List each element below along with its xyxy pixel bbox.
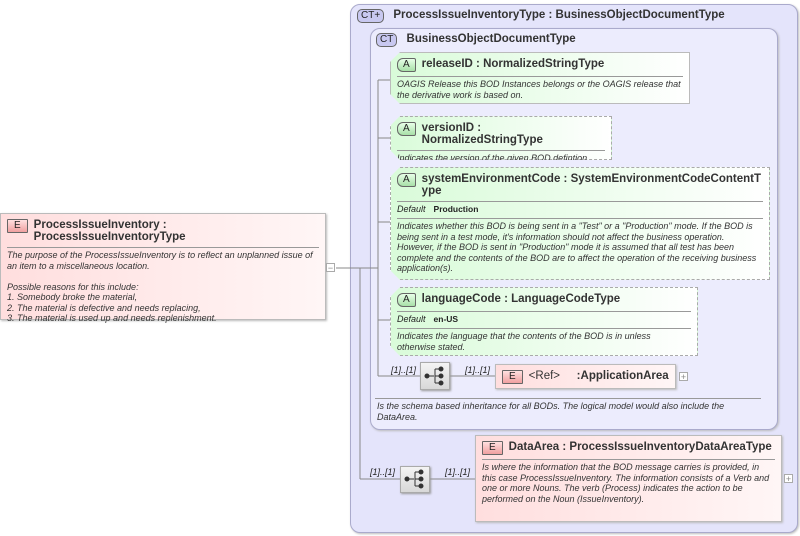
attribute-badge: A (397, 58, 416, 72)
attribute-badge: A (397, 173, 416, 187)
element-badge: E (502, 370, 523, 384)
attribute-description: Indicates the version of the given BOD d… (397, 153, 590, 163)
attribute-name: releaseID (421, 58, 473, 70)
inner-type-name: BusinessObjectDocumentType (406, 33, 576, 45)
divider (397, 218, 763, 219)
attribute-language-code[interactable]: A languageCode : LanguageCodeType Defaul… (390, 287, 698, 356)
expand-toggle[interactable]: + (784, 474, 793, 484)
outer-type-base: BusinessObjectDocumentType (555, 9, 725, 21)
default-value: en-US (433, 314, 459, 324)
sequence-icon (404, 469, 424, 489)
divider (482, 459, 775, 460)
divider (397, 201, 763, 202)
attribute-description: Indicates the language that the contents… (397, 331, 651, 352)
type-separator: : (548, 9, 556, 21)
attribute-release-id[interactable]: A releaseID : NormalizedStringType OAGIS… (390, 52, 690, 104)
complex-type-badge: CT (376, 33, 398, 47)
element-type: ApplicationArea (580, 370, 669, 382)
element-process-issue-inventory[interactable]: E ProcessIssueInventory : ProcessIssueIn… (0, 213, 326, 323)
attribute-description: Indicates whether this BOD is being sent… (397, 221, 757, 273)
attribute-version-id[interactable]: A versionID : NormalizedStringType Indic… (390, 116, 612, 160)
attribute-badge: A (397, 122, 416, 136)
sequence-multiplicity: [1]..[1] (370, 467, 396, 477)
element-description: Is where the information that the BOD me… (482, 462, 770, 504)
sequence-icon (424, 366, 444, 386)
attribute-badge: A (397, 293, 416, 307)
element-type: ProcessIssueInventoryDataAreaType (569, 441, 772, 453)
element-name: ProcessIssueInventory (33, 219, 160, 231)
outer-type-name: ProcessIssueInventoryType (393, 9, 546, 21)
element-name: DataArea (508, 441, 560, 453)
element-type: ProcessIssueInventoryType (33, 231, 186, 243)
complex-type-extension-badge: CT+ (357, 9, 385, 23)
element-badge: E (482, 441, 503, 455)
element-application-area[interactable]: E <Ref> : ApplicationArea (495, 364, 676, 389)
divider (7, 247, 319, 248)
element-ref-name: <Ref> (528, 370, 560, 382)
attribute-type: NormalizedStringType (421, 134, 543, 146)
divider (397, 150, 605, 151)
element-multiplicity: [1]..[1] (465, 365, 491, 375)
divider (375, 398, 761, 399)
element-badge: E (7, 219, 28, 233)
sequence-multiplicity: [1]..[1] (391, 365, 417, 375)
attribute-name: languageCode (421, 293, 501, 305)
attribute-type: NormalizedStringType (483, 58, 605, 70)
attribute-type: LanguageCodeType (511, 293, 621, 305)
divider (397, 76, 683, 77)
attribute-name: versionID (421, 122, 475, 134)
attribute-system-environment-code[interactable]: A systemEnvironmentCode : SystemEnvironm… (390, 167, 770, 280)
default-label: Default (397, 314, 426, 324)
expand-toggle[interactable]: + (679, 372, 688, 382)
sequence-compositor[interactable] (420, 362, 450, 390)
divider (397, 328, 691, 329)
sequence-compositor[interactable] (400, 466, 430, 493)
attribute-type: SystemEnvironmentCodeContentType (421, 173, 762, 197)
attribute-name: systemEnvironmentCode (421, 173, 561, 185)
element-description: The purpose of the ProcessIssueInventory… (7, 250, 313, 323)
default-value: Production (433, 204, 479, 214)
divider (397, 311, 691, 312)
collapse-toggle[interactable]: − (326, 263, 335, 273)
inner-type-description: Is the schema based inheritance for all … (377, 401, 725, 422)
element-data-area[interactable]: E DataArea : ProcessIssueInventoryDataAr… (475, 435, 782, 522)
default-label: Default (397, 204, 426, 214)
attribute-description: OAGIS Release this BOD Instances belongs… (397, 79, 681, 100)
element-multiplicity: [1]..[1] (445, 467, 471, 477)
type-separator: : (576, 370, 581, 382)
